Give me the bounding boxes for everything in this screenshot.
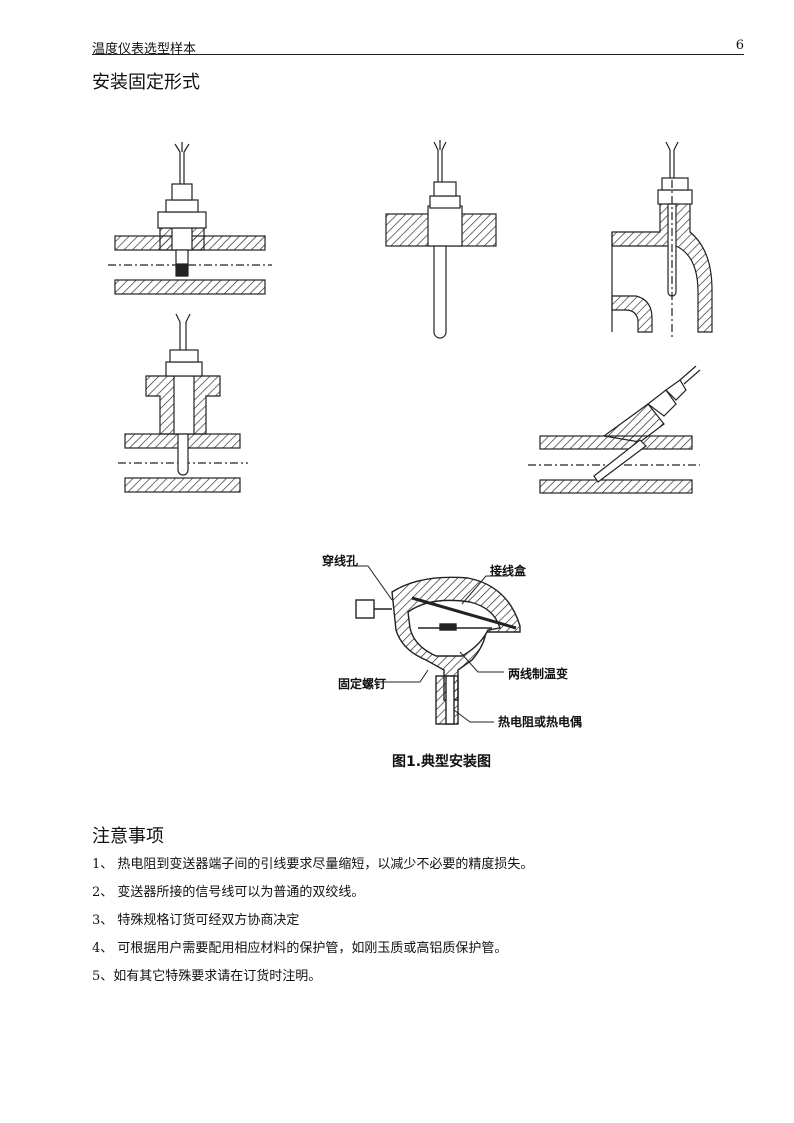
figure-labels: 穿线孔 接线盒 固定螺钉 两线制温变 热电阻或热电偶 图1.典型安装图 xyxy=(322,553,582,770)
page-number: 6 xyxy=(735,38,744,53)
label-junction-box: 接线盒 xyxy=(490,563,527,578)
label-wire-hole: 穿线孔 xyxy=(322,553,358,568)
note-item: 3、 特殊规格订货可经双方协商决定 xyxy=(92,913,300,928)
page-header: 温度仪表选型样本 6 xyxy=(92,38,744,57)
notes-section-title: 注意事项 xyxy=(92,826,164,847)
drawing-straight-pipe-vertical xyxy=(108,142,272,295)
label-transmitter: 两线制温变 xyxy=(508,666,568,681)
label-sensor: 热电阻或热电偶 xyxy=(498,714,582,729)
note-item: 5、如有其它特殊要求请在订货时注明。 xyxy=(92,969,322,984)
header-title: 温度仪表选型样本 xyxy=(92,42,197,57)
label-fixing-screw: 固定螺钉 xyxy=(338,676,386,691)
typical-installation-diagram xyxy=(348,565,521,725)
notes-list: 1、 热电阻到变送器端子间的引线要求尽量缩短，以减少不必要的精度损失。 2、 变… xyxy=(92,857,533,997)
drawing-elbow xyxy=(611,141,713,340)
installation-drawings: 穿线孔 接线盒 固定螺钉 两线制温变 热电阻或热电偶 图1.典型安装图 xyxy=(108,140,713,770)
drawing-flange-long-probe xyxy=(385,140,497,339)
figure-caption: 图1.典型安装图 xyxy=(392,753,491,770)
drawing-inclined xyxy=(528,365,701,494)
note-item: 2、 变送器所接的信号线可以为普通的双绞线。 xyxy=(92,885,365,900)
note-item: 4、 可根据用户需要配用相应材料的保护管，如刚玉质或高铝质保护管。 xyxy=(92,941,508,956)
drawing-boss-well xyxy=(118,313,248,493)
note-item: 1、 热电阻到变送器端子间的引线要求尽量缩短，以减少不必要的精度损失。 xyxy=(92,857,534,872)
install-section-title: 安装固定形式 xyxy=(92,72,200,93)
